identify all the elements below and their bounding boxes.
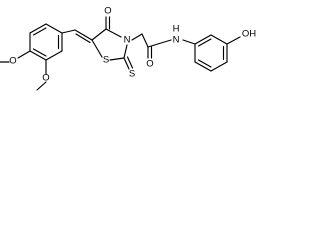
- bond-double-inner: [32, 48, 47, 57]
- bond: [36, 81, 47, 91]
- bond: [74, 29, 93, 41]
- atom-labels: O O O N S S O H N OH: [9, 6, 256, 84]
- bond: [91, 28, 107, 41]
- bond: [147, 39, 172, 48]
- atom-label-o-carbonyl: O: [104, 6, 111, 17]
- bond: [141, 33, 149, 48]
- bond: [226, 36, 241, 45]
- chemical-structure-diagram: O O O N S S O H N OH: [0, 6, 256, 91]
- bond: [105, 28, 122, 38]
- atom-label-n-amide: N: [173, 35, 180, 46]
- bond: [45, 23, 63, 34]
- bond-double-inner: [75, 33, 91, 44]
- bond: [126, 56, 134, 69]
- bond: [182, 39, 196, 45]
- atom-label-o-para: O: [42, 73, 49, 84]
- atom-label-o-meta: O: [9, 56, 16, 67]
- bond: [109, 57, 125, 61]
- atom-label-s-thione: S: [129, 69, 135, 80]
- bond: [61, 29, 76, 34]
- bond: [45, 50, 63, 61]
- bond: [194, 34, 212, 45]
- atom-label-s-ring: S: [103, 55, 109, 66]
- bond: [29, 23, 47, 34]
- atom-label-n-ring: N: [124, 35, 131, 46]
- bond: [123, 57, 130, 70]
- bonds: [0, 16, 241, 91]
- atom-label-oh: OH: [242, 29, 256, 40]
- bond-double-inner: [197, 59, 212, 68]
- bond: [123, 44, 128, 59]
- bond: [17, 50, 31, 59]
- bond: [194, 61, 212, 72]
- bond: [91, 39, 103, 58]
- bond-double-inner: [197, 38, 212, 47]
- atom-label-o-amide: O: [146, 59, 153, 70]
- bond: [131, 33, 143, 41]
- bond-double-inner: [32, 27, 47, 36]
- bond: [210, 61, 228, 72]
- atom-label-h-amide: H: [173, 24, 180, 35]
- bond: [29, 50, 47, 61]
- bond: [210, 34, 228, 45]
